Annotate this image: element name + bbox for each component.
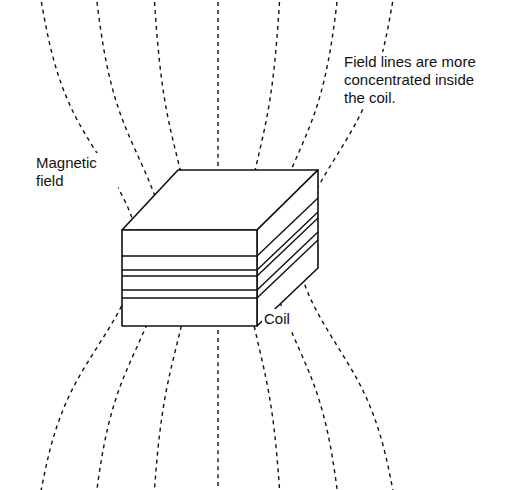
coil-winding (122, 212, 318, 270)
coil-block (122, 170, 318, 326)
field-lines (40, 0, 394, 490)
coil-front (122, 230, 257, 326)
coil-label: Coil (262, 309, 292, 329)
coil-windings (122, 198, 318, 298)
coil-winding (122, 232, 318, 290)
note-text: Field lines are more concentrated inside… (342, 52, 496, 108)
coil-winding (122, 198, 318, 256)
field-label: Magnetic field (34, 153, 118, 191)
coil-winding (122, 240, 318, 298)
